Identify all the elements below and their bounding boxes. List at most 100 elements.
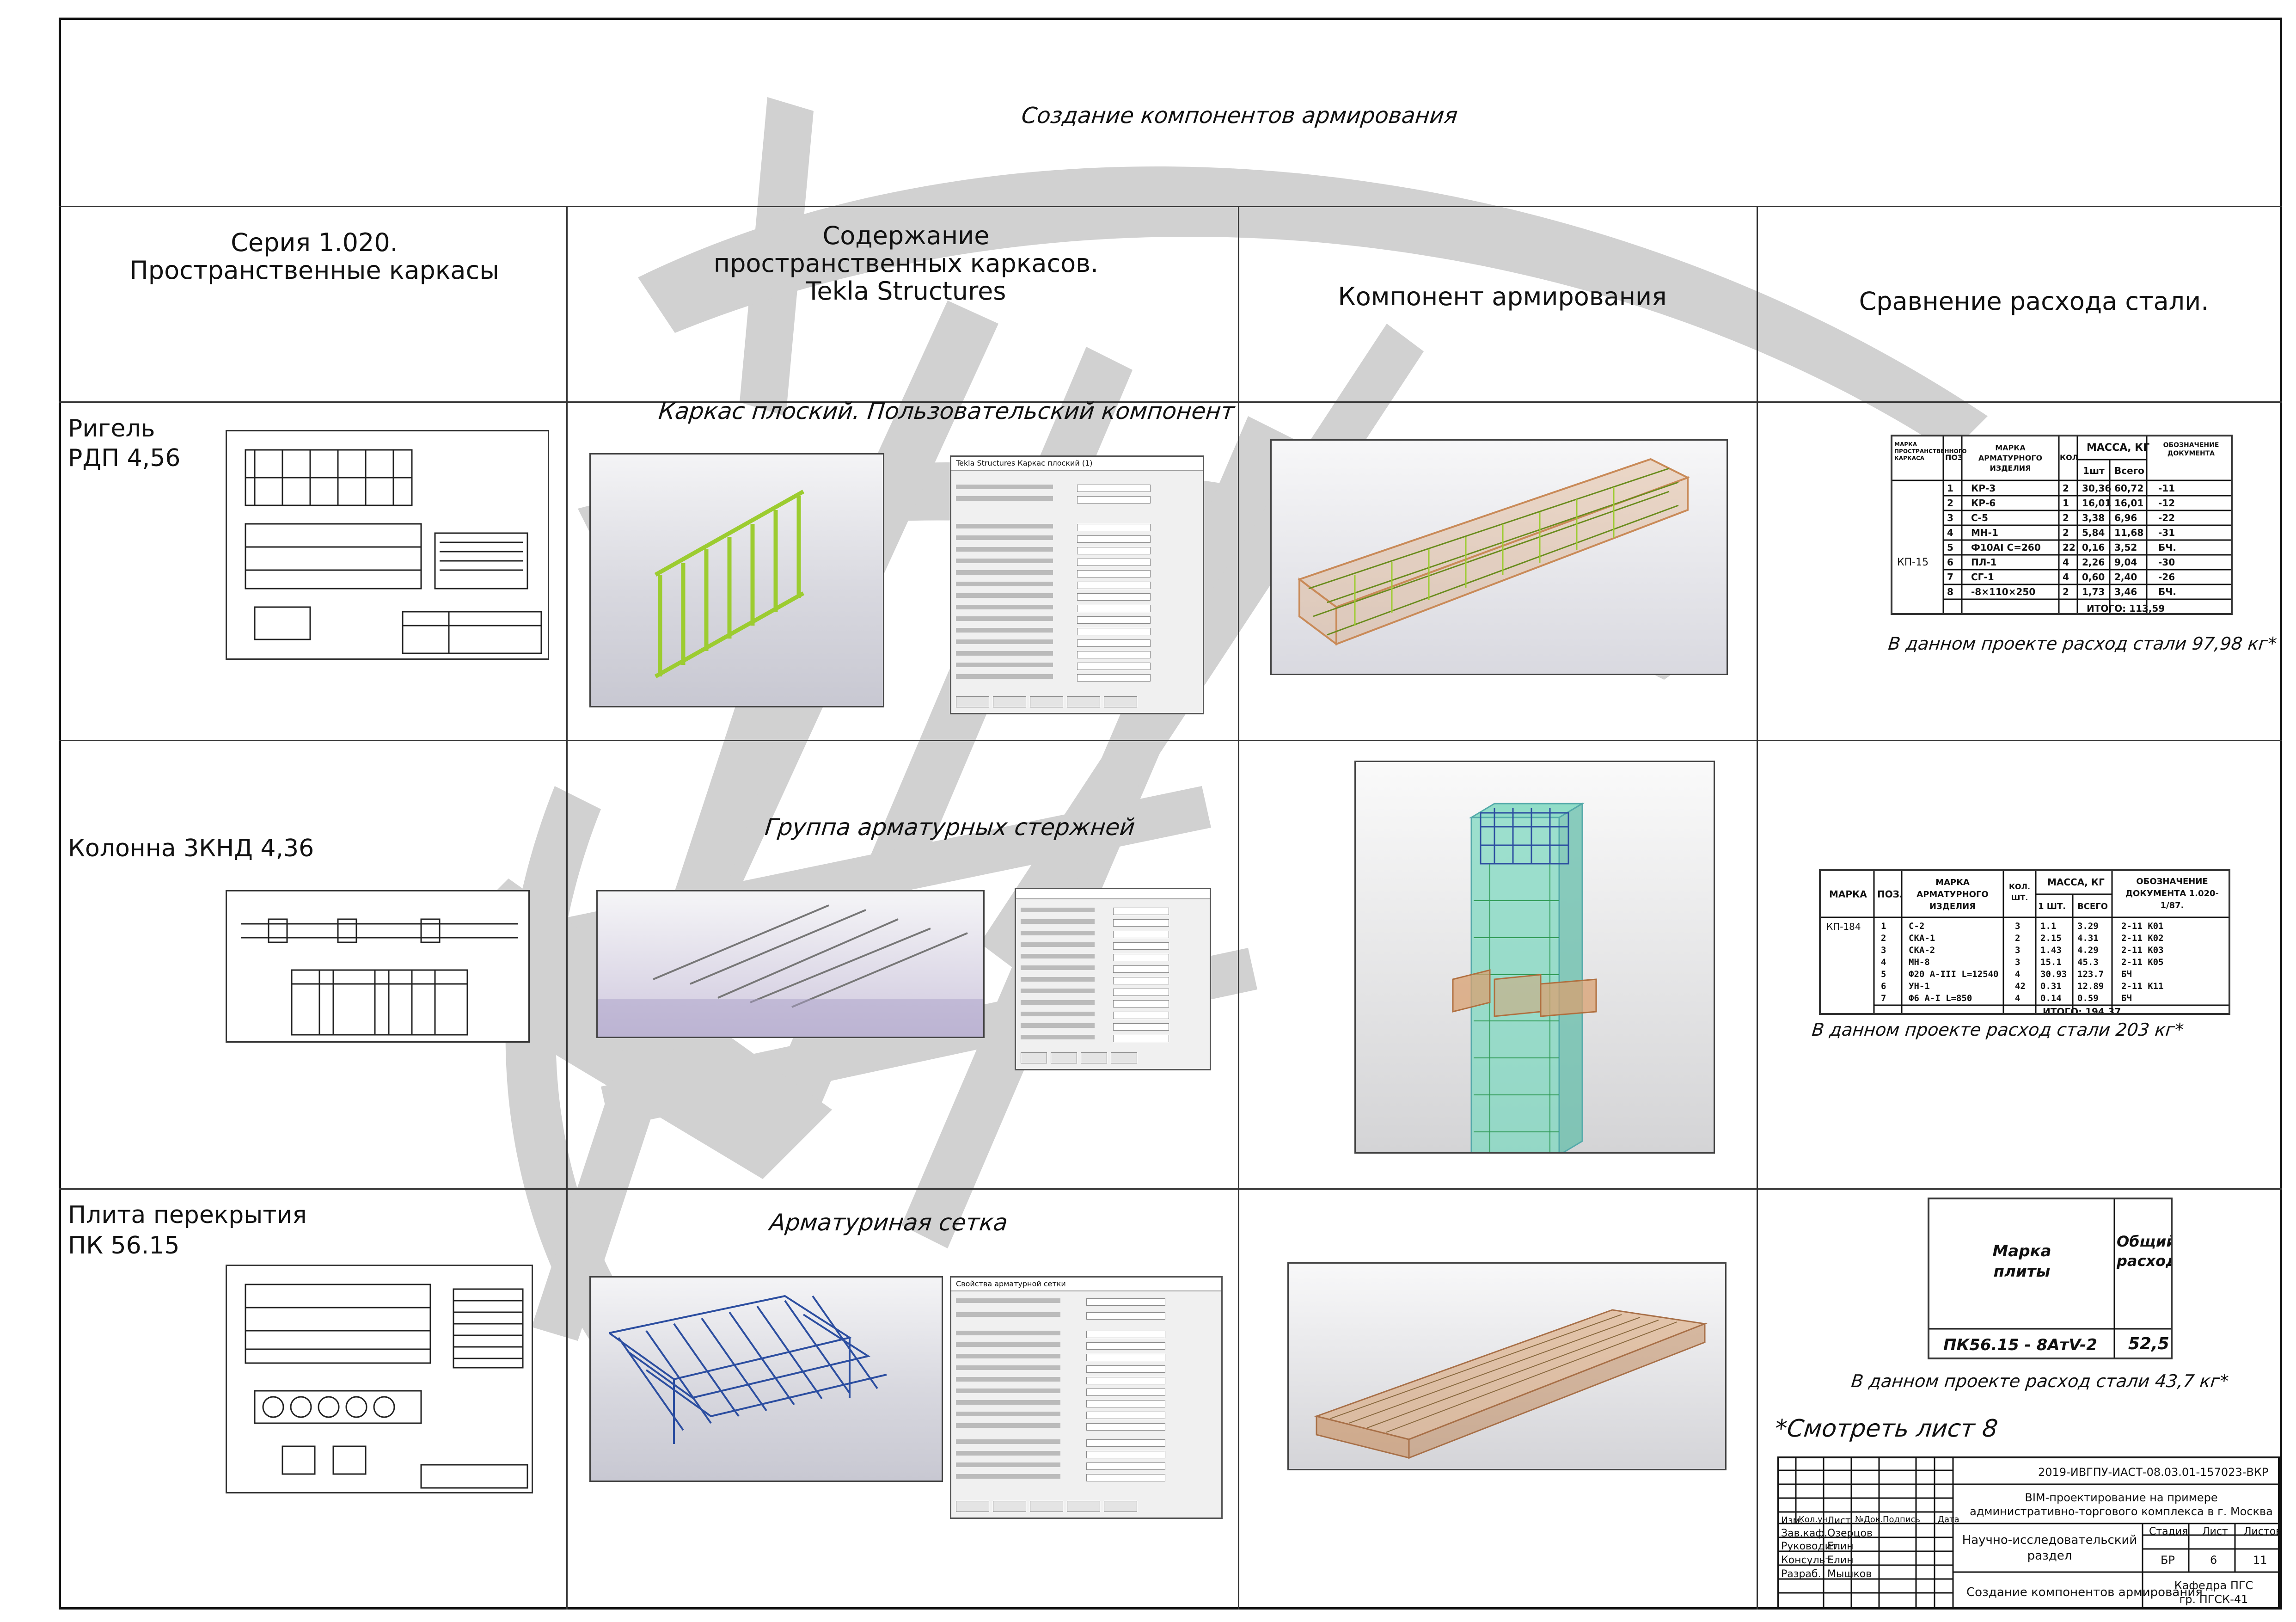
table-cell: 30,36 xyxy=(2082,483,2112,494)
tekla-view-mesh xyxy=(589,1276,943,1482)
table-cell: 1.1 xyxy=(2040,921,2057,931)
table-cell: 7 xyxy=(1881,993,1886,1003)
table-cell: 30.93 xyxy=(2040,969,2067,979)
table-cell: 22 xyxy=(2063,542,2076,553)
name-4: Мышков xyxy=(1827,1568,1872,1580)
page-title: Создание компонентов армирования xyxy=(1020,103,1459,129)
table-cell: МН-1 xyxy=(1971,527,1998,538)
sheet-title: Создание компонентов армирования xyxy=(1966,1585,2203,1599)
title-block: 2019-ИВГПУ-ИАСТ-08.03.01-157023-ВКР BIM-… xyxy=(1777,1456,2282,1610)
table-cell: 4.29 xyxy=(2077,945,2099,955)
table-cell: 1 xyxy=(1947,483,1953,494)
table-cell: 2-11 К03 xyxy=(2121,945,2164,955)
table-cell: 4 xyxy=(1881,957,1886,967)
column-header-steel: Сравнение расхода стали. xyxy=(1859,287,2209,316)
table-cell: 5 xyxy=(1881,969,1886,979)
column-header-component: Компонент армирования xyxy=(1338,282,1667,311)
table2-header-qty: КОЛ. ШТ. xyxy=(2008,882,2031,902)
dialog-buttons[interactable] xyxy=(956,1501,1217,1513)
table3-header-total: Общий расход xyxy=(2117,1233,2173,1270)
component-title-row3: Арматуриная сетка xyxy=(768,1209,1009,1236)
table-cell: 3 xyxy=(2015,945,2020,955)
table2-header-pos: ПОЗ. xyxy=(1877,889,1903,900)
role-4: Разраб. xyxy=(1781,1568,1821,1580)
dialog-flat-frame[interactable]: Tekla Structures Каркас плоский (1) xyxy=(950,455,1204,714)
table-group-mark: КП-15 xyxy=(1897,557,1929,568)
drawing-column xyxy=(226,890,530,1043)
table-cell: Ф10АI С=260 xyxy=(1971,542,2041,553)
dialog-buttons[interactable] xyxy=(956,696,1198,708)
table-cell: 0,60 xyxy=(2082,571,2105,583)
table-cell: 1,73 xyxy=(2082,586,2105,597)
table-header-item: МАРКА АРМАТУРНОГО ИЗДЕЛИЯ xyxy=(1978,443,2043,473)
steel-note-rigel: В данном проекте расход стали 97,98 кг* xyxy=(1887,633,2278,654)
table2-header-total: ВСЕГО xyxy=(2077,902,2108,911)
table-cell: 7 xyxy=(1947,571,1953,583)
label-stadiya: Стадия xyxy=(2149,1526,2188,1537)
label-kol: Кол.уч xyxy=(1799,1515,1828,1524)
table-cell: 42 xyxy=(2015,981,2026,991)
table-cell: 6 xyxy=(1881,981,1886,991)
table-cell: 8 xyxy=(1947,586,1953,597)
role-3: Консульт. xyxy=(1781,1554,1835,1566)
table-cell: 2-11 К11 xyxy=(2121,981,2164,991)
table-cell: СКА-2 xyxy=(1909,945,1935,955)
table-cell: 3 xyxy=(1881,945,1886,955)
table-cell: 4.31 xyxy=(2077,933,2099,943)
table-cell: 3 xyxy=(1947,512,1953,523)
table-cell: МН-8 xyxy=(1909,957,1930,967)
table-cell: 0.31 xyxy=(2040,981,2062,991)
label-list2: Лист xyxy=(2202,1526,2228,1537)
role-1: Зав.каф. xyxy=(1781,1528,1828,1539)
role-2: Руководит. xyxy=(1781,1541,1841,1552)
table-cell: 60,72 xyxy=(2114,483,2144,494)
table2-header-doc: ОБОЗНАЧЕНИЕ ДОКУМЕНТА 1.020-1/87. xyxy=(2125,877,2219,910)
table-cell: УН-1 xyxy=(1909,981,1930,991)
table-cell: 2-11 К01 xyxy=(2121,921,2164,931)
tekla-view-rebar-group xyxy=(596,890,985,1038)
table-cell: 9,04 xyxy=(2114,557,2137,568)
table-cell: 2 xyxy=(2063,483,2069,494)
grid-line xyxy=(566,206,568,1610)
table-cell: 3,46 xyxy=(2114,586,2137,597)
table2-total: ИТОГО: 194,37 xyxy=(2043,1006,2121,1015)
table-cell: 4 xyxy=(2015,993,2020,1003)
dialog-title: Свойства арматурной сетки xyxy=(951,1278,1221,1291)
column-header-series: Серия 1.020. Пространственные каркасы xyxy=(129,228,499,285)
table-cell: -30 xyxy=(2158,557,2175,568)
table-cell: -26 xyxy=(2158,571,2175,583)
table3-header-mark: Марка плиты xyxy=(1992,1242,2051,1281)
table-cell: 0.59 xyxy=(2077,993,2099,1003)
section-name: Научно-исследовательский раздел xyxy=(1962,1533,2137,1563)
tekla-view-flat-frame xyxy=(589,453,884,707)
table-header-doc: ОБОЗНАЧЕНИЕ ДОКУМЕНТА xyxy=(2163,442,2219,457)
table-cell: 4 xyxy=(2063,557,2069,568)
steel-note-column: В данном проекте расход стали 203 кг* xyxy=(1811,1020,2185,1040)
table-header-mass: МАССА, КГ xyxy=(2087,442,2150,454)
table-cell: -22 xyxy=(2158,512,2175,523)
name-1: Озерцов xyxy=(1827,1528,1873,1539)
table-cell: СГ-1 xyxy=(1971,571,1994,583)
table2-header-mass: МАССА, КГ xyxy=(2047,877,2105,888)
table-header-total: Всего xyxy=(2114,465,2144,476)
table-cell: БЧ. xyxy=(2158,542,2177,553)
table-cell: 2 xyxy=(2063,527,2069,538)
dialog-title: Tekla Structures Каркас плоский (1) xyxy=(951,457,1203,471)
table3-mark: ПК56.15 - 8АтV-2 xyxy=(1943,1336,2097,1354)
table-cell: 0.14 xyxy=(2040,993,2062,1003)
dialog-rebar-group[interactable] xyxy=(1015,888,1211,1070)
table-cell: 1 xyxy=(1881,921,1886,931)
table-cell: 0,16 xyxy=(2082,542,2105,553)
steel-note-slab: В данном проекте расход стали 43,7 кг* xyxy=(1850,1371,2230,1391)
table-cell: КР-6 xyxy=(1971,498,1996,509)
reinforcement-component-beam xyxy=(1270,439,1728,675)
table-cell: БЧ. xyxy=(2158,586,2177,597)
project-title: BIM-проектирование на примере администра… xyxy=(1970,1491,2273,1518)
steel-table-column: МАРКА ПОЗ. МАРКА АРМАТУРНОГО ИЗДЕЛИЯ КОЛ… xyxy=(1819,869,2230,1015)
table-cell: 4 xyxy=(1947,527,1953,538)
reinforcement-component-slab xyxy=(1287,1262,1727,1470)
sheet-value: 6 xyxy=(2210,1554,2217,1567)
dialog-buttons[interactable] xyxy=(1021,1052,1205,1064)
label-data: Дата xyxy=(1938,1515,1959,1524)
dialog-mesh[interactable]: Свойства арматурной сетки xyxy=(950,1276,1223,1519)
